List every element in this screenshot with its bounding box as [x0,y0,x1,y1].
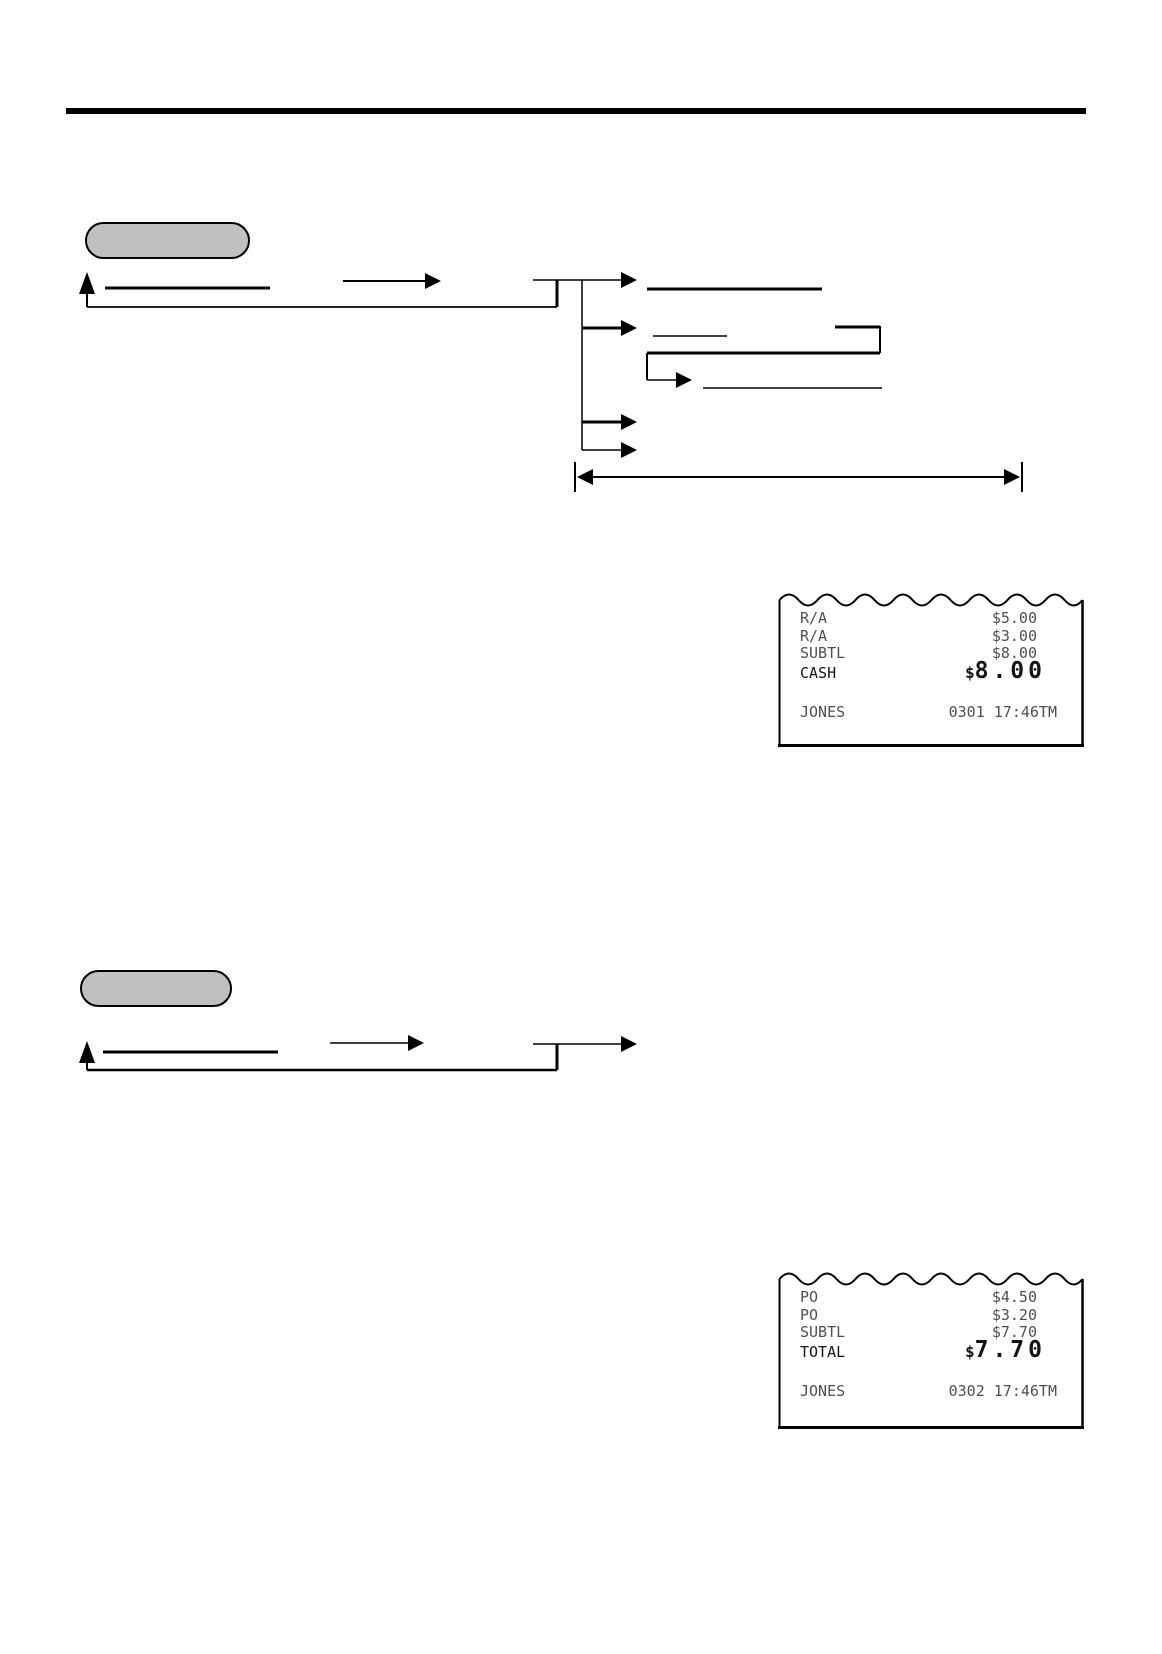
receipt-footer: JONES 0301 17:46TM [778,702,1084,722]
receipt-row: R/A $5.00 [778,609,1084,628]
receipt-row-value: $8.00 [964,659,1046,682]
receipt-row-label: R/A [800,609,828,627]
currency-symbol: $ [964,1341,975,1361]
receipt-number-time: 0301 17:46TM [948,702,1057,721]
currency-symbol: $ [964,662,975,682]
receipt-example-ra: R/A $5.00 R/A $3.00 SUBTL $8.00 CASH $8.… [778,592,1084,748]
torn-edge-wave [778,593,1084,607]
branch3-arrow-icon [582,414,637,430]
branch2-wrap-line [646,325,882,389]
receipt-row-label: SUBTL [800,644,846,662]
receipt-row-value: $3.20 [991,1305,1037,1324]
receipt-row: SUBTL $7.70 [778,1323,1084,1342]
section1-key-pill [85,222,250,259]
clerk-name: JONES [800,702,846,721]
branch1-arrow-icon [533,272,637,288]
receipt-row-total: TOTAL $7.70 [778,1338,1084,1368]
receipt-row: PO $4.50 [778,1288,1084,1307]
section2-key-pill [80,970,232,1007]
flow-diagram-ra [60,260,1040,505]
receipt-row-value: $7.70 [991,1323,1037,1341]
total-amount: 8.00 [974,657,1046,684]
receipt-example-po: PO $4.50 PO $3.20 SUBTL $7.70 TOTAL $7.7… [778,1271,1084,1430]
torn-edge-wave [778,1272,1084,1286]
receipt-row: SUBTL $8.00 [778,644,1084,663]
receipt-row-total: CASH $8.00 [778,659,1084,689]
right-arrow-icon [343,273,441,289]
up-arrow-icon [79,1041,95,1070]
up-arrow-icon [79,272,95,307]
branch4-arrow-icon [582,442,637,458]
receipt-row-value: $8.00 [991,644,1037,662]
receipt-row-label: CASH [800,663,837,682]
exit-arrow-icon [533,1036,637,1052]
receipt-number-time: 0302 17:46TM [948,1381,1057,1400]
receipt-row-label: SUBTL [800,1323,846,1341]
receipt-row-value: $4.50 [991,1288,1037,1306]
receipt-row-label: TOTAL [800,1342,846,1361]
clerk-name: JONES [800,1381,846,1400]
loop-line [87,1044,559,1072]
receipt-row-label: PO [800,1288,819,1306]
receipt-body: R/A $5.00 R/A $3.00 SUBTL $8.00 CASH $8.… [778,592,1084,721]
total-amount: 7.70 [974,1336,1046,1363]
double-headed-arrow-icon [574,462,1023,492]
receipt-body: PO $4.50 PO $3.20 SUBTL $7.70 TOTAL $7.7… [778,1271,1084,1400]
right-arrow-icon [330,1035,424,1051]
flow-diagram-ra-svg [79,272,1023,492]
loop-line [87,280,559,308]
flow-diagram-po-svg [79,1035,637,1072]
branch2-arrow-icon [582,320,637,336]
receipt-outline [778,593,1084,747]
receipt-row-label: PO [800,1305,819,1324]
receipt-outline [778,1272,1084,1429]
receipt-footer: JONES 0302 17:46TM [778,1381,1084,1401]
receipt-row: PO $3.20 [778,1305,1084,1325]
receipt-row-value: $5.00 [991,609,1037,627]
receipt-row-value: $7.70 [964,1338,1046,1361]
page-top-rule [66,108,1086,114]
receipt-row-value: $3.00 [991,626,1037,645]
receipt-row-label: R/A [800,626,828,645]
flow-diagram-po [60,1028,660,1078]
receipt-row: R/A $3.00 [778,626,1084,646]
